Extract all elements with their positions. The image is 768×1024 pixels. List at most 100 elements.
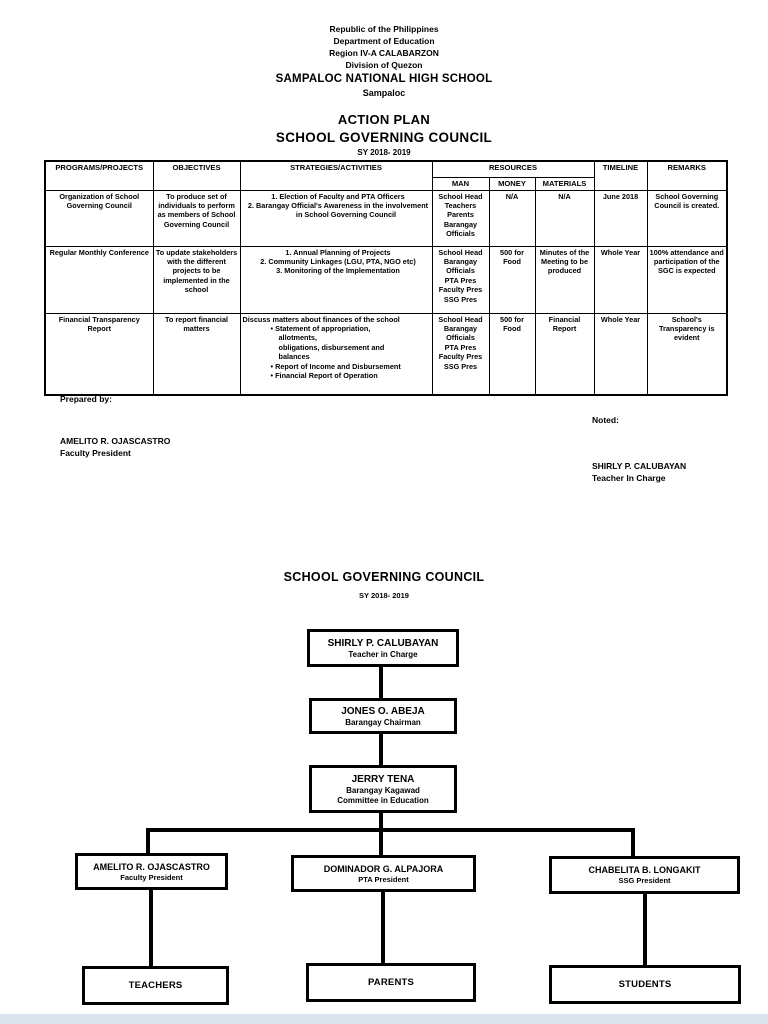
list-item: SSG Pres (443, 361, 478, 371)
connector-faculty-teachers (149, 890, 153, 966)
cell-objective: To produce set of individuals to perform… (152, 189, 241, 247)
connector-ssg-students (643, 894, 647, 965)
org-node-role: Faculty President (120, 872, 183, 882)
list-item: SSG Pres (443, 294, 478, 304)
list-item: School Head (438, 247, 483, 257)
col-header-timeline: TIMELINE (593, 160, 648, 191)
cell-strategies: Discuss matters about finances of the sc… (239, 312, 433, 396)
list-item: 1. Annual Planning of Projects (285, 247, 391, 257)
cell-objective: To report financial matters (152, 312, 241, 396)
cell-materials: N/A (534, 189, 595, 247)
cell-program: Financial Transparency Report (44, 312, 154, 396)
connector-kagawad-branch (379, 813, 383, 828)
col-header-programs: PROGRAMS/PROJECTS (44, 160, 154, 191)
org-node-role: Barangay Kagawad Committee in Education (337, 785, 429, 805)
list-item: • Report of Income and Disbursement (270, 361, 401, 371)
org-node-name: AMELITO R. OJASCASTRO (93, 861, 210, 872)
table-row-financial: Financial Transparency Report To report … (44, 312, 728, 396)
list-item: Parents (447, 210, 474, 220)
cell-timeline: June 2018 (593, 189, 648, 247)
letterhead: Republic of the Philippines Department o… (0, 23, 768, 99)
noted-title: Teacher In Charge (592, 472, 666, 483)
connector-pta-parents (381, 892, 385, 963)
org-chart-title: SCHOOL GOVERNING COUNCIL (283, 570, 485, 584)
org-node-name: JONES O. ABEJA (341, 705, 425, 717)
org-node-name: SHIRLY P. CALUBAYAN (327, 637, 439, 649)
letterhead-line-division: Division of Quezon (345, 60, 423, 70)
letterhead-line-department: Department of Education (333, 36, 435, 46)
school-location: Sampaloc (362, 88, 406, 98)
org-node-students: STUDENTS (549, 965, 741, 1004)
table-row-conference: Regular Monthly Conference To update sta… (44, 245, 728, 314)
cell-remarks: School's Transparency is evident (646, 312, 728, 396)
col-header-remarks: REMARKS (646, 160, 728, 191)
connector-branch-horizontal (146, 828, 635, 832)
list-item: PTA Pres (444, 342, 477, 352)
cell-materials: Minutes of the Meeting to be produced (534, 245, 595, 314)
list-item: Barangay Officials (443, 323, 478, 343)
noted-signatory: SHIRLY P. CALUBAYAN Teacher In Charge (592, 461, 686, 484)
document-title: ACTION PLAN (337, 112, 431, 127)
noted-label: Noted: (592, 415, 619, 425)
list-item: School Head (438, 314, 483, 324)
connector-chairman-kagawad (379, 734, 383, 765)
cell-timeline: Whole Year (593, 312, 648, 396)
list-item: School Head (438, 191, 483, 201)
document-title-block: ACTION PLAN SCHOOL GOVERNING COUNCIL SY … (0, 110, 768, 158)
col-header-money: MONEY (488, 176, 536, 191)
cell-remarks: 100% attendance and participation of the… (646, 245, 728, 314)
org-node-role: PTA President (358, 874, 409, 884)
document-subtitle: SCHOOL GOVERNING COUNCIL (275, 130, 493, 145)
strategies-intro: Discuss matters about finances of the sc… (242, 314, 400, 324)
list-item: Barangay Officials (443, 219, 478, 239)
org-node-name: JERRY TENA (351, 773, 415, 785)
org-chart-school-year: SY 2018- 2019 (359, 591, 409, 600)
cell-money: 500 for Food (488, 312, 536, 396)
noted-name: SHIRLY P. CALUBAYAN (592, 461, 687, 471)
cell-program: Regular Monthly Conference (44, 245, 154, 314)
org-node-faculty-president: AMELITO R. OJASCASTRO Faculty President (75, 853, 228, 890)
list-item: • Financial Report of Operation (270, 370, 378, 380)
list-item: 1. Election of Faculty and PTA Officers (271, 191, 405, 201)
table-header-row-2: MAN MONEY MATERIALS (45, 176, 727, 191)
cell-materials: Financial Report (534, 312, 595, 396)
org-node-teacher-in-charge: SHIRLY P. CALUBAYAN Teacher in Charge (307, 629, 459, 667)
org-node-barangay-kagawad: JERRY TENA Barangay Kagawad Committee in… (309, 765, 457, 813)
table-row-organization: Organization of School Governing Council… (44, 189, 728, 247)
letterhead-line-region: Region IV-A CALABARZON (329, 48, 439, 58)
list-item: Barangay Officials (443, 256, 478, 276)
list-item: 3. Monitoring of the Implementation (276, 266, 400, 276)
cell-program: Organization of School Governing Council (44, 189, 154, 247)
strategies-bullets: • Statement of appropriation, allotments… (243, 324, 430, 380)
org-node-role: SSG President (618, 876, 671, 886)
school-year: SY 2018- 2019 (357, 148, 411, 157)
connector-head-chairman (379, 667, 383, 698)
org-node-parents: PARENTS (306, 963, 476, 1002)
connector-drop-right (631, 828, 635, 857)
connector-drop-left (146, 828, 150, 854)
col-header-resources: RESOURCES (431, 160, 595, 178)
org-node-barangay-chairman: JONES O. ABEJA Barangay Chairman (309, 698, 457, 734)
org-node-name: DOMINADOR G. ALPAJORA (323, 863, 444, 874)
letterhead-line-republic: Republic of the Philippines (329, 24, 439, 34)
cell-remarks: School Governing Council is created. (646, 189, 728, 247)
col-header-man: MAN (431, 176, 490, 191)
org-node-name: PARENTS (367, 977, 415, 988)
prepared-by-name: AMELITO R. OJASCASTRO (60, 436, 171, 446)
col-header-objectives: OBJECTIVES (152, 160, 241, 191)
org-chart: SCHOOL GOVERNING COUNCIL SY 2018- 2019 S… (0, 560, 768, 1014)
action-plan-table: PROGRAMS/PROJECTS OBJECTIVES STRATEGIES/… (44, 160, 728, 396)
prepared-by-title: Faculty President (60, 447, 131, 458)
org-node-name: CHABELITA B. LONGAKIT (588, 865, 701, 876)
col-header-materials: MATERIALS (534, 176, 595, 191)
table-header-row-1: PROGRAMS/PROJECTS OBJECTIVES STRATEGIES/… (44, 160, 728, 191)
cell-money: 500 for Food (488, 245, 536, 314)
org-node-role: Barangay Chairman (345, 717, 421, 727)
list-item: Faculty Pres (438, 285, 483, 295)
